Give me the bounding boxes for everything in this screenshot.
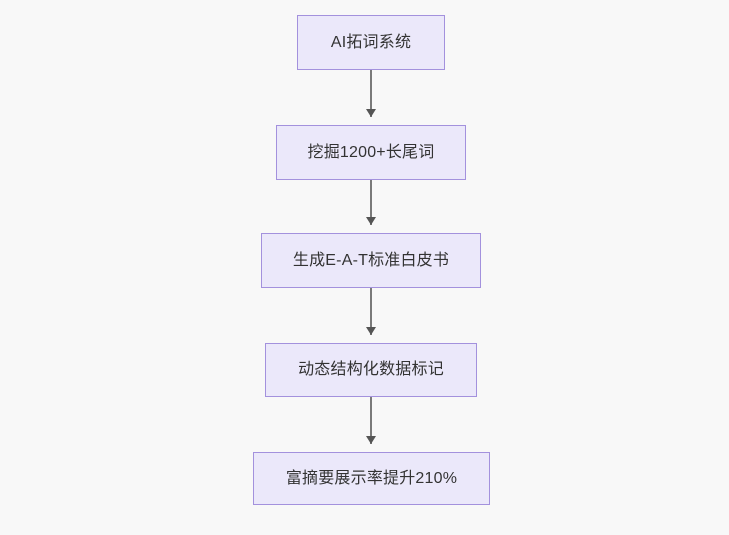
flow-node-5[interactable]: 富摘要展示率提升210%: [253, 452, 490, 505]
flow-node-3-label: 生成E-A-T标准白皮书: [292, 251, 450, 269]
flow-node-1[interactable]: AI拓词系统: [297, 15, 445, 70]
flow-node-2[interactable]: 挖掘1200+长尾词: [276, 125, 466, 180]
flow-node-5-label: 富摘要展示率提升210%: [285, 469, 458, 487]
flow-node-3[interactable]: 生成E-A-T标准白皮书: [261, 233, 481, 288]
flow-edge-3: [370, 288, 372, 335]
arrow-down-icon-3: [366, 327, 376, 335]
flow-edge-4: [370, 397, 372, 444]
flow-node-2-label: 挖掘1200+长尾词: [307, 143, 435, 161]
arrow-down-icon-1: [366, 109, 376, 117]
arrow-down-icon-2: [366, 217, 376, 225]
flow-node-4[interactable]: 动态结构化数据标记: [265, 343, 477, 397]
flow-edge-1: [370, 70, 372, 117]
flow-node-4-label: 动态结构化数据标记: [298, 361, 444, 378]
flow-edge-2: [370, 180, 372, 225]
flow-node-1-label: AI拓词系统: [330, 33, 412, 51]
arrow-down-icon-4: [366, 436, 376, 444]
